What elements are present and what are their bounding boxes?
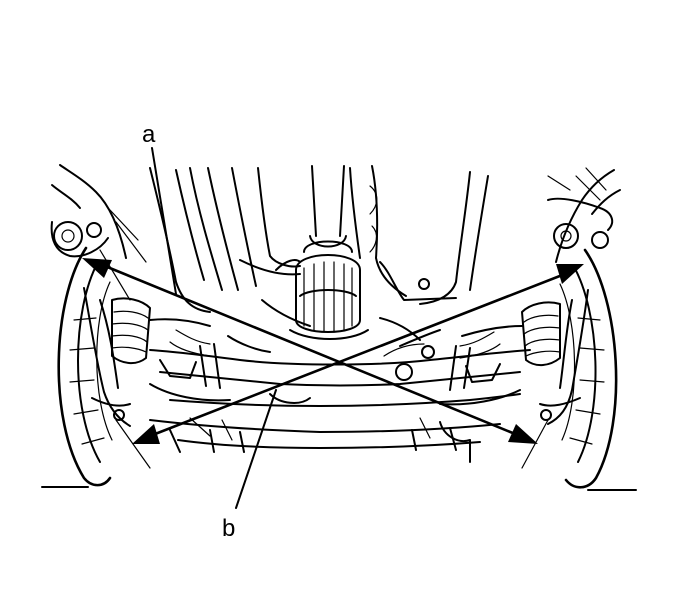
label-a: a <box>142 121 156 148</box>
right-cv-boot <box>461 301 561 366</box>
left-wheel <box>57 246 113 487</box>
diagonal-line-right-top-to-left-bottom <box>148 270 572 438</box>
ground-lines <box>41 486 637 491</box>
differential <box>261 165 421 341</box>
arrowhead-upper-left <box>82 258 112 278</box>
right-knuckle <box>521 167 621 469</box>
leader-line-a <box>151 147 177 295</box>
arrowhead-upper-right <box>556 264 584 284</box>
arrowhead-lower-right <box>508 424 538 444</box>
right-trailing-arm <box>383 329 521 406</box>
label-b: b <box>222 515 235 542</box>
arrowhead-lower-left <box>132 424 160 444</box>
leader-line-b <box>235 389 277 509</box>
right-wheel <box>559 248 618 489</box>
subframe <box>149 349 531 463</box>
left-trailing-arm <box>149 329 271 402</box>
diagonal-line-left-top-to-right-bottom <box>98 262 522 438</box>
left-knuckle <box>50 164 151 469</box>
underbody-panels <box>149 165 489 313</box>
callout-leaders <box>151 147 277 509</box>
left-cv-boot <box>111 297 211 364</box>
diagonal-measurement-arrows <box>82 258 584 444</box>
